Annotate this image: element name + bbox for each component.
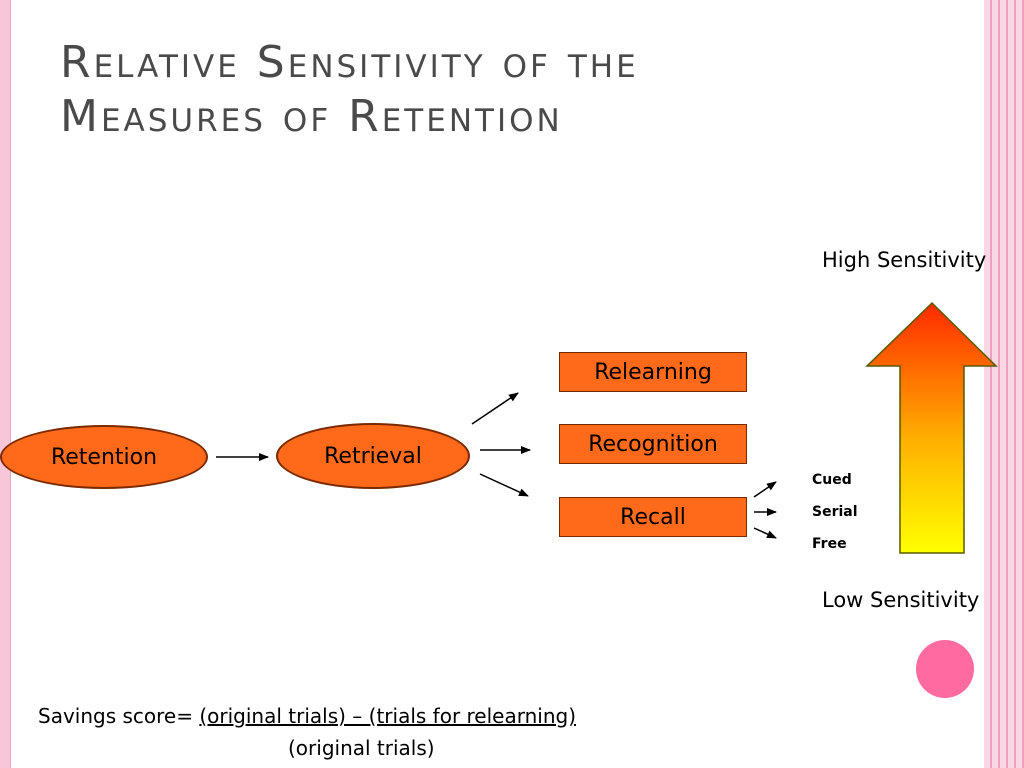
title-line-2: Measures of Retention: [60, 91, 563, 142]
formula-label: Savings score=: [38, 704, 200, 728]
title-line-1: Relative Sensitivity of the: [60, 37, 639, 88]
retrieval-label: Retrieval: [324, 443, 422, 469]
recall-type-cued: Cued: [812, 472, 852, 488]
arrow-to-relearning: [471, 392, 519, 425]
arrow-to-free: [753, 527, 777, 539]
relearning-box: Relearning: [559, 352, 747, 392]
low-sensitivity-label: Low Sensitivity: [822, 588, 980, 612]
sensitivity-up-arrow: [865, 301, 998, 554]
recall-type-serial: Serial: [812, 504, 858, 520]
left-border: [0, 0, 11, 768]
formula-denominator: (original trials): [288, 736, 435, 760]
retrieval-node: Retrieval: [276, 423, 470, 489]
slide-title: Relative Sensitivity of the Measures of …: [60, 36, 920, 144]
recall-label: Recall: [620, 504, 686, 530]
high-sensitivity-label: High Sensitivity: [822, 248, 987, 272]
retention-label: Retention: [50, 444, 158, 470]
right-stripes: [984, 0, 1024, 768]
arrow-to-recall: [479, 473, 529, 497]
retention-node: Retention: [0, 425, 208, 489]
recall-box: Recall: [559, 497, 747, 537]
arrow-to-cued: [753, 481, 777, 498]
decorative-circle: [916, 640, 974, 698]
relearning-label: Relearning: [594, 359, 712, 385]
savings-score-formula: Savings score= (original trials) – (tria…: [38, 704, 576, 728]
recognition-box: Recognition: [559, 424, 747, 464]
formula-numerator: (original trials) – (trials for relearni…: [199, 704, 576, 728]
recall-type-free: Free: [812, 536, 847, 552]
recognition-label: Recognition: [588, 431, 718, 457]
